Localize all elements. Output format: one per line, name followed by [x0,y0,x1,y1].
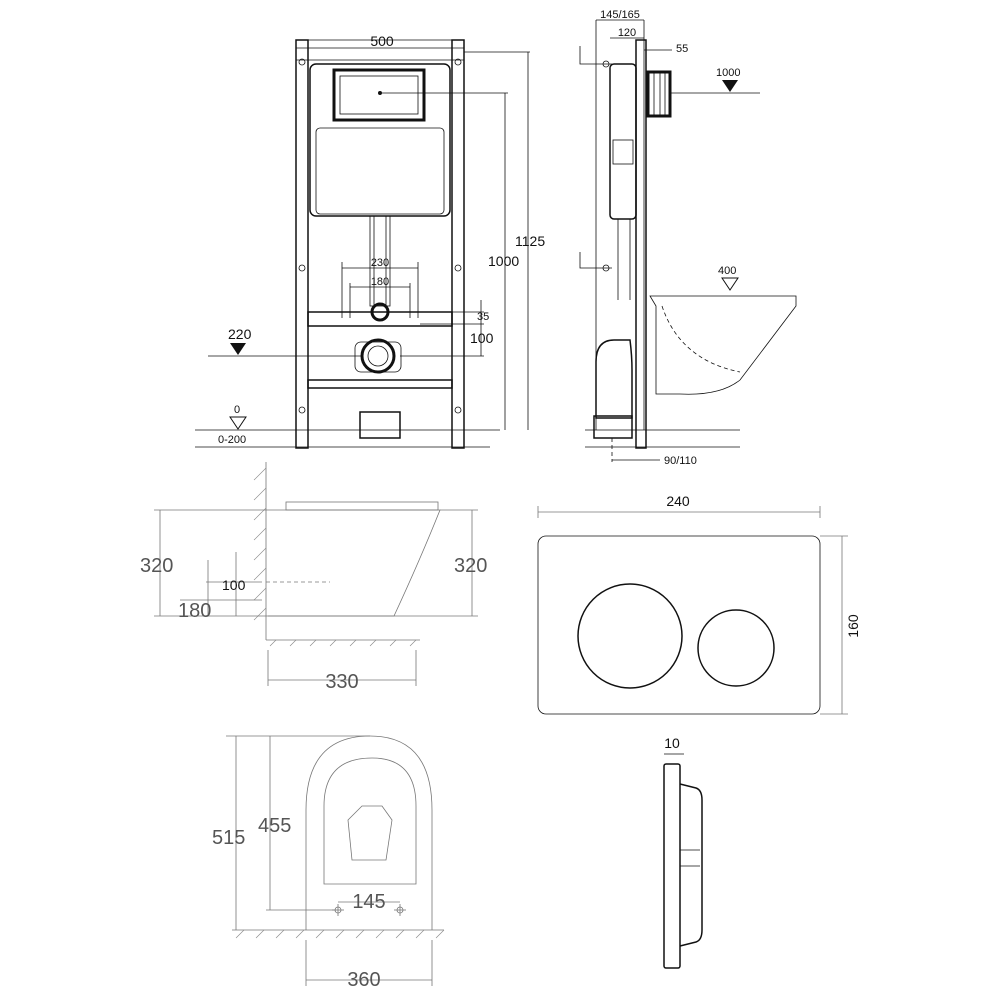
side-upright [635,39,647,449]
dim-100-label: 100 [470,330,494,346]
flush-plate-side: 10 [663,735,703,969]
depth-label: 145/165 [600,9,640,21]
inlet-connector [370,302,390,322]
dim-120-label: 120 [618,27,636,39]
bowl-height-left-label: 320 [140,555,173,577]
plate-side-profile [679,783,703,947]
plate-side-body [663,763,681,969]
flush-plate-outline [537,535,821,715]
plate-width-label: 240 [666,493,690,509]
dim-35-label: 35 [477,311,489,323]
level-400-label: 400 [718,265,736,277]
level-0-label: 0 [234,404,240,416]
inner-length-label: 455 [258,815,291,837]
dim-180-label: 180 [178,600,211,622]
flush-plate-front: 240 160 [537,493,861,715]
bowl-inner-outline [323,757,417,885]
outlet-label: 90/110 [664,455,697,467]
bowl-height-right-label: 320 [454,555,487,577]
left-upright [295,39,309,449]
bottom-outlet [359,411,401,439]
half-flush-button[interactable] [697,609,775,687]
bowl-width-label: 360 [347,969,380,991]
flush-opening [332,68,426,122]
level-1000-label: 1000 [716,67,740,79]
level-range-label: 0-200 [218,434,246,446]
bowl-length-label: 515 [212,827,245,849]
level-220-label: 220 [228,326,252,342]
bolt-marker-right [394,904,406,916]
flush-plate-mount [646,70,672,118]
right-upright [451,39,465,449]
plate-height-label: 160 [845,614,861,638]
bowl-length-label: 330 [325,671,358,693]
cistern [309,63,451,217]
frame-front-view: 500 1125 1000 230 180 35 100 220 0 0-200 [195,33,545,449]
full-flush-button[interactable] [577,583,683,689]
hung-bowl-outline [649,295,797,395]
total-height-label: 1125 [515,233,545,249]
side-bottom-outlet [593,415,633,439]
drain-elbow [595,339,633,419]
level-marker-filled [230,343,246,355]
drain-height-label: 1000 [488,253,519,269]
bowl-side-view: 320 320 100 180 330 [140,462,487,693]
dim-55-label: 55 [676,43,688,55]
bolt-spacing-label: 145 [352,891,385,913]
dim-180-label: 180 [371,276,389,288]
plate-thickness-label: 10 [664,735,680,751]
level-marker-open [229,416,247,430]
dim-100-label: 100 [222,577,246,593]
bowl-outlet-shape [347,805,393,861]
dim-230-label: 230 [371,257,389,269]
frame-side-view: 145/165 120 55 1000 400 90/110 [579,9,797,467]
frame-width-label: 500 [370,33,394,49]
bowl-top-view: 145 515 455 360 [212,735,445,991]
drain-connector [360,338,396,374]
flush-pipe [369,215,391,307]
side-cistern [609,63,637,220]
bowl-side-outline [268,509,441,617]
